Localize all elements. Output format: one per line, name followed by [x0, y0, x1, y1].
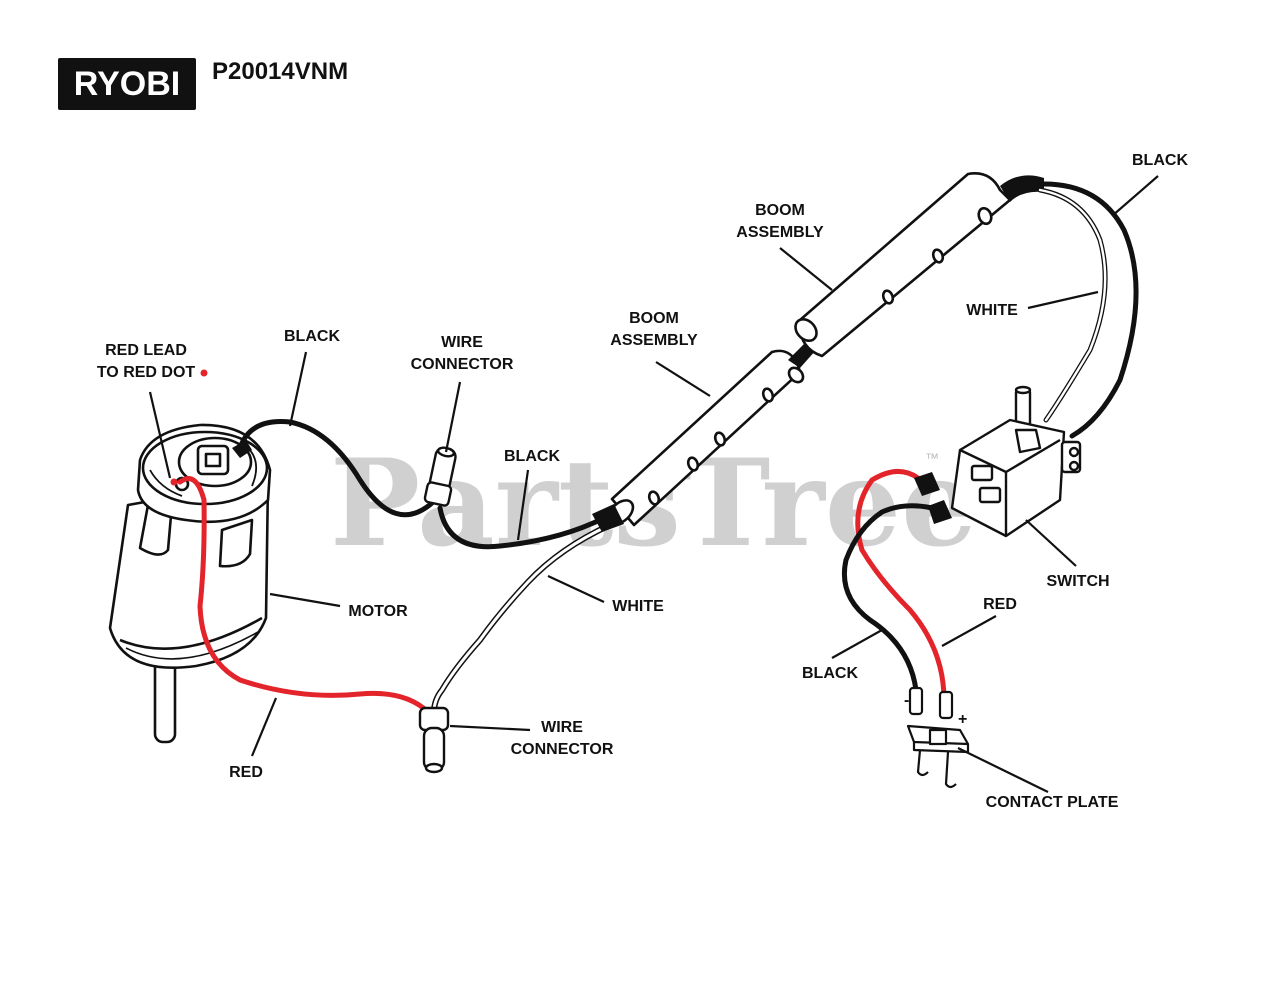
- plus-sign: +: [958, 711, 967, 728]
- switch: [950, 385, 1082, 538]
- label-red-lead-line2: TO RED DOT: [96, 364, 196, 381]
- switch-black-terminal: [928, 500, 952, 524]
- white-wire: [432, 523, 612, 714]
- label-white-mid: WHITE: [612, 598, 664, 615]
- label-black-top-left: BLACK: [284, 328, 340, 345]
- label-black-mid: BLACK: [504, 448, 560, 465]
- switch-red-terminal: [914, 472, 940, 496]
- boom-top-sleeve: [1000, 175, 1044, 202]
- wire-connector-bottom: [418, 706, 450, 774]
- label-boom-upper-line1: BOOM: [755, 202, 805, 219]
- minus-sign: -: [904, 692, 909, 709]
- label-boom-lower-line1: BOOM: [629, 310, 679, 327]
- red-wire-motor: [177, 476, 431, 715]
- label-switch: SWITCH: [1046, 573, 1110, 590]
- label-contact-plate: CONTACT PLATE: [985, 794, 1119, 811]
- label-boom-lower-line2: ASSEMBLY: [610, 332, 698, 349]
- boom-assembly-upper: [794, 172, 1012, 358]
- leader-lines: [148, 175, 1159, 793]
- black-wire-switch: [1041, 181, 1139, 439]
- white-wire-switch: [1038, 188, 1107, 422]
- label-black-right: BLACK: [802, 665, 858, 682]
- label-wire-connector-top: WIRE CONNECTOR: [411, 332, 514, 376]
- label-motor: MOTOR: [348, 603, 408, 620]
- label-white-right: WHITE: [966, 302, 1018, 319]
- boom-assembly-lower: [607, 349, 805, 527]
- label-red-bottom: RED: [229, 764, 263, 781]
- label-red-lead-line1: RED LEAD: [105, 342, 187, 359]
- black-wire-contact: [841, 503, 935, 693]
- ryobi-logo: RYOBI: [58, 58, 196, 110]
- contact-plate: [906, 686, 970, 789]
- model-number: P20014VNM: [212, 58, 349, 85]
- boom-entry-sleeve: [592, 504, 624, 532]
- wire-connector-top: [423, 446, 457, 507]
- label-red-lead: RED LEAD TO RED DOT: [97, 340, 195, 384]
- label-boom-upper-line2: ASSEMBLY: [736, 224, 824, 241]
- label-wire-connector-top-line1: WIRE: [441, 334, 483, 351]
- red-wire-contact: [855, 469, 947, 703]
- white-wire-switch-outline: [1037, 187, 1108, 423]
- label-black-top-right: BLACK: [1132, 152, 1188, 169]
- black-wire-motor: [237, 419, 435, 518]
- black-wire-boom: [437, 505, 607, 550]
- motor: [108, 423, 272, 744]
- label-red-right: RED: [983, 596, 1017, 613]
- watermark-mark: ™: [925, 450, 939, 466]
- label-boom-lower: BOOM ASSEMBLY: [610, 308, 697, 352]
- red-dot-marker: [200, 369, 208, 377]
- label-wire-connector-bottom-line2: CONNECTOR: [510, 741, 614, 758]
- label-boom-upper: BOOM ASSEMBLY: [736, 200, 823, 244]
- label-wire-connector-bottom: WIRE CONNECTOR: [511, 717, 614, 761]
- logo-text: RYOBI: [73, 65, 181, 103]
- label-wire-connector-top-line2: CONNECTOR: [410, 356, 514, 373]
- label-wire-connector-bottom-line1: WIRE: [541, 719, 583, 736]
